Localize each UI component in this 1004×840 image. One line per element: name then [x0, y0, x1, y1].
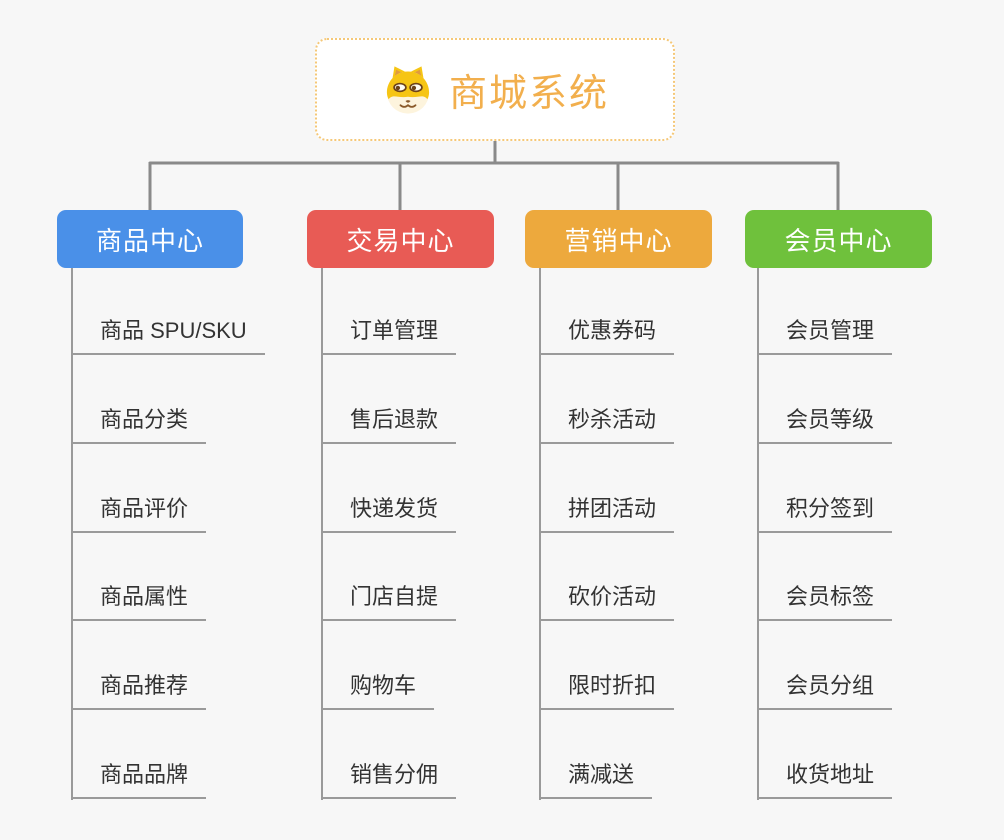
branch-node-marketing-center[interactable]: 营销中心 [525, 210, 712, 268]
branch-node-trade-center[interactable]: 交易中心 [307, 210, 494, 268]
branch-label: 交易中心 [346, 225, 455, 256]
child-topic-product-recommend[interactable]: 商品推荐 [72, 672, 207, 710]
root-label: 商城系统 [448, 73, 609, 115]
child-topic-shopping-cart[interactable]: 购物车 [322, 672, 435, 710]
child-topic-flash-sale[interactable]: 秒杀活动 [540, 406, 675, 444]
child-topic-bargain-activity[interactable]: 砍价活动 [540, 583, 675, 621]
branch-node-member-center[interactable]: 会员中心 [745, 210, 932, 268]
child-topic-store-pickup[interactable]: 门店自提 [322, 583, 457, 621]
branch-label: 营销中心 [564, 225, 673, 256]
child-topic-member-group[interactable]: 会员分组 [758, 672, 893, 710]
child-topic-product-brand[interactable]: 商品品牌 [72, 761, 207, 799]
dog-face-icon [381, 63, 435, 117]
child-topic-shipping-address[interactable]: 收货地址 [758, 761, 893, 799]
branch-node-product-center[interactable]: 商品中心 [57, 210, 243, 268]
child-topic-member-management[interactable]: 会员管理 [758, 317, 893, 355]
child-topic-member-tag[interactable]: 会员标签 [758, 583, 893, 621]
child-topic-product-attribute[interactable]: 商品属性 [72, 583, 207, 621]
child-topic-limited-time-discount[interactable]: 限时折扣 [540, 672, 675, 710]
branch-label: 会员中心 [784, 225, 893, 256]
child-topic-order-management[interactable]: 订单管理 [322, 317, 457, 355]
child-topic-full-reduction[interactable]: 满减送 [540, 761, 653, 799]
child-topic-after-sale-refund[interactable]: 售后退款 [322, 406, 457, 444]
child-topic-group-buy[interactable]: 拼团活动 [540, 495, 675, 533]
child-topic-coupon-code[interactable]: 优惠券码 [540, 317, 675, 355]
branch-label: 商品中心 [95, 225, 204, 256]
root-node[interactable]: 商城系统 [315, 38, 675, 141]
child-topic-product-spu-sku[interactable]: 商品 SPU/SKU [72, 317, 265, 355]
child-topic-product-category[interactable]: 商品分类 [72, 406, 207, 444]
child-topic-member-level[interactable]: 会员等级 [758, 406, 893, 444]
child-topic-product-review[interactable]: 商品评价 [72, 495, 207, 533]
child-topic-express-delivery[interactable]: 快递发货 [322, 495, 457, 533]
child-topic-sales-commission[interactable]: 销售分佣 [322, 761, 457, 799]
child-topic-points-checkin[interactable]: 积分签到 [758, 495, 893, 533]
